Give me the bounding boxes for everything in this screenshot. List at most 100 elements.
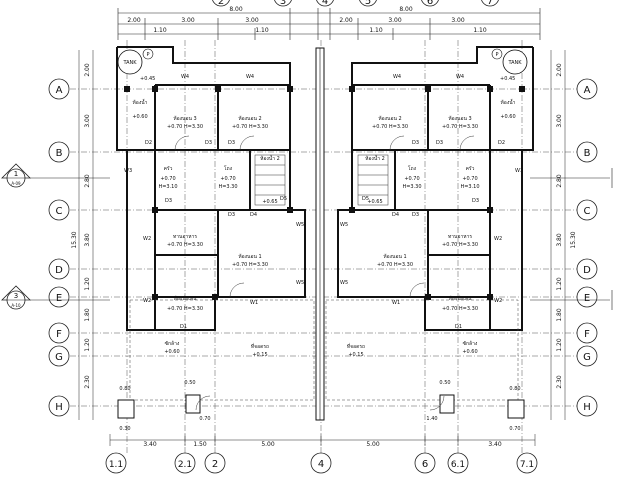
room-right-carport: ที่จอดรถ	[347, 343, 365, 350]
room-left-wc2-info: +0.65	[262, 199, 277, 205]
tank-left	[117, 48, 154, 75]
room-left-kitchen-h: H=3.10	[158, 184, 177, 190]
room-right-laundry-info: +0.60	[462, 349, 477, 355]
dim-top-3: 3.00	[245, 17, 259, 24]
col-top-7: 7	[487, 0, 493, 7]
col-top-5: 5	[365, 0, 371, 7]
columns	[124, 86, 525, 300]
room-right-bed1-info: +0.70 H=3.30	[377, 262, 413, 268]
dim-left-2: 3.00	[84, 114, 91, 128]
top-dimensions	[117, 8, 541, 40]
tag-w4-left: W4	[181, 74, 189, 80]
tag-w2-left: W2	[143, 236, 151, 242]
dim-right-2: 3.00	[556, 114, 563, 128]
room-left-hall-info: +0.70	[220, 176, 235, 182]
room-left-bed2: ห้องนอน 2	[238, 115, 261, 122]
room-left-laundry: ซักล้าง	[165, 340, 180, 347]
top-column-markers	[212, 0, 499, 7]
dim-right-7: 1.20	[556, 338, 563, 352]
dim-right-4: 3.80	[556, 233, 563, 247]
dim-top-8: 1.10	[255, 27, 269, 34]
section-marker-3	[1, 285, 110, 310]
dim-small-8: 0.70	[509, 426, 520, 432]
room-left-dining-info: +0.70 H=3.30	[167, 242, 203, 248]
room-left-bed3-info: +0.70 H=3.30	[167, 124, 203, 130]
room-left-hall: โถง	[224, 165, 233, 172]
row-left-C: C	[56, 206, 63, 217]
section-num-3: 3	[14, 292, 18, 300]
dim-left-3: 2.80	[84, 174, 91, 188]
bottom-column-markers	[105, 452, 538, 474]
dim-overall-right: 8.00	[399, 6, 413, 13]
room-left-laundry-info: +0.60	[164, 349, 179, 355]
tag-d3-left-2: D3	[228, 140, 235, 146]
room-left-hall-h: H=3.30	[218, 184, 237, 190]
dim-top-1: 2.00	[127, 17, 141, 24]
tag-w5-left: W5	[296, 280, 304, 286]
tag-w5-right-2: W5	[340, 222, 348, 228]
row-left-G: G	[55, 352, 63, 363]
stair-left	[254, 154, 286, 206]
tank-right-level: +0.45	[500, 76, 515, 82]
tag-w2-left-2: W2	[143, 298, 151, 304]
room-left-living: ห้องนั่งเล่น	[174, 295, 197, 302]
col-top-2: 2	[218, 0, 224, 7]
tank-left-level: +0.45	[140, 76, 155, 82]
side-dimension-lines	[78, 50, 566, 420]
room-right-dining: ทานอาหาร	[448, 234, 472, 240]
room-left-kitchen: ครัว	[164, 166, 173, 172]
row-right-C: C	[584, 206, 591, 217]
row-left-A: A	[56, 85, 63, 96]
tag-d2-right: D2	[498, 140, 505, 146]
dim-small-2: 0.50	[184, 380, 195, 386]
dim-top-9: 1.10	[369, 27, 383, 34]
room-right-wc2: ห้องน้ำ 2	[365, 153, 385, 162]
row-right-G: G	[583, 352, 591, 363]
section-num-1: 1	[14, 170, 18, 178]
room-right-kitchen: ครัว	[466, 166, 475, 172]
tag-w1-left: W1	[250, 300, 258, 306]
row-right-D: D	[583, 265, 591, 276]
tank-right-label: TANK	[507, 60, 522, 66]
room-left-dining: ทานอาหาร	[173, 234, 197, 240]
tag-w5-left-2: W5	[296, 222, 304, 228]
row-right-H: H	[583, 402, 591, 413]
col-bottom-6-1: 6.1	[451, 460, 465, 470]
room-right-wc-info: +0.60	[500, 114, 515, 120]
tag-d4-left: D4	[250, 212, 257, 218]
room-left-bed3: ห้องนอน 3	[173, 115, 196, 122]
tag-d3-left: D3	[205, 140, 212, 146]
dim-overall-left: 8.00	[229, 6, 243, 13]
dim-left-6: 1.80	[84, 308, 91, 322]
dim-right-1: 2.00	[556, 63, 563, 77]
room-left-wc-info: +0.60	[132, 114, 147, 120]
section-ref-3: A-10	[11, 303, 21, 308]
room-right-wc: ห้องน้ำ	[501, 97, 516, 106]
row-right-A: A	[584, 85, 591, 96]
col-bottom-1-1: 1.1	[109, 460, 123, 470]
dim-small-7: 0.30	[119, 426, 130, 432]
dim-top-6: 3.00	[451, 17, 465, 24]
room-left-bed1: ห้องนอน 1	[238, 253, 261, 260]
room-right-kitchen-h: H=3.10	[460, 184, 479, 190]
room-left-bed2-info: +0.70 H=3.30	[232, 124, 268, 130]
room-right-carport-info: +0.15	[348, 352, 363, 358]
tag-w4-right-2: W4	[456, 74, 464, 80]
tag-d1-left: D1	[180, 324, 187, 330]
room-left-living-info: +0.70 H=3.30	[167, 306, 203, 312]
room-right-bed1: ห้องนอน 1	[383, 253, 406, 260]
bottom-dimensions	[109, 434, 536, 446]
walls	[116, 46, 534, 331]
tag-d4-right: D4	[392, 212, 399, 218]
dim-left-7: 1.20	[84, 338, 91, 352]
row-right-B: B	[584, 148, 591, 159]
room-right-dining-info: +0.70 H=3.30	[442, 242, 478, 248]
tank-left-label: TANK	[122, 60, 137, 66]
carport-outline	[129, 299, 519, 401]
tag-w5-right: W5	[340, 280, 348, 286]
room-right-hall-info: +0.70	[404, 176, 419, 182]
dim-bottom-5: 3.40	[488, 441, 502, 448]
col-top-4: 4	[322, 0, 328, 7]
room-left-bed1-info: +0.70 H=3.30	[232, 262, 268, 268]
